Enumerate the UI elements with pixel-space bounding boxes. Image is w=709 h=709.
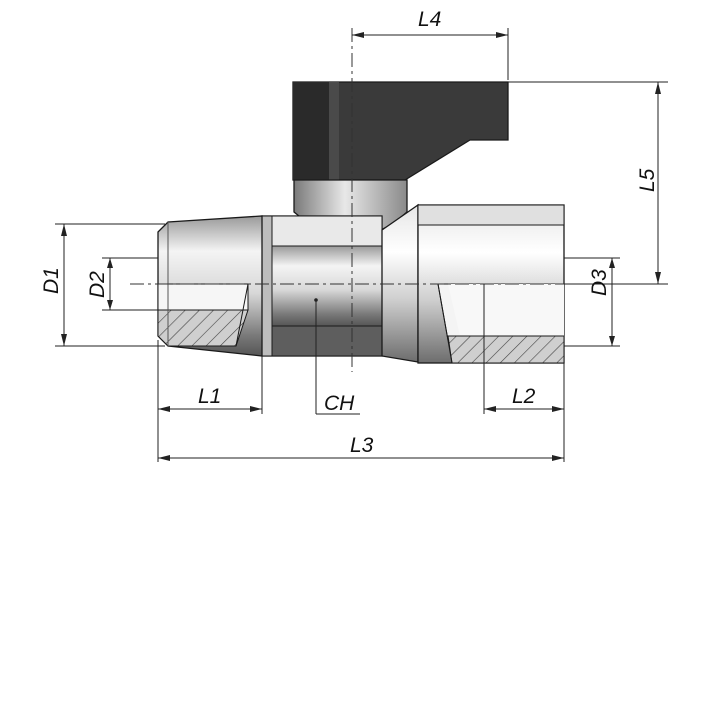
dimension-label-d1: D1 [40, 267, 63, 294]
handle [292, 81, 509, 181]
male-thread-end [157, 215, 263, 357]
dimension-lines [55, 28, 668, 462]
dimension-label-l3: L3 [350, 434, 374, 457]
dimension-label-d3: D3 [588, 269, 611, 296]
dimension-label-l4: L4 [418, 8, 441, 31]
dimension-label-l2: L2 [512, 385, 536, 408]
dimension-label-l5: L5 [636, 168, 659, 192]
dimension-label-ch: CH [324, 392, 355, 415]
dimension-label-d2: D2 [86, 271, 109, 298]
center-lines [130, 28, 640, 372]
dimension-label-l1: L1 [198, 385, 221, 408]
